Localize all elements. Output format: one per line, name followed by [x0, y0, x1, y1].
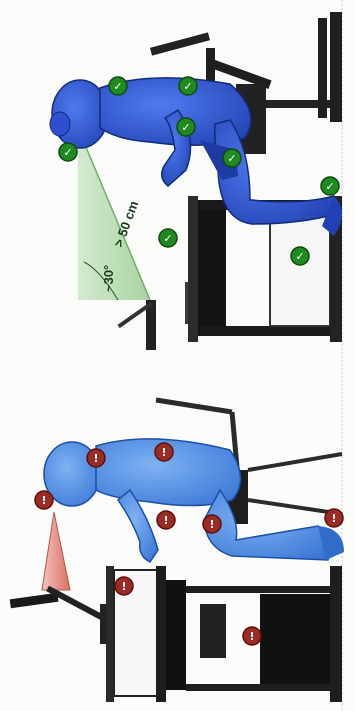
svg-text:!: ! [41, 494, 46, 507]
bad-posture-scene: ! ! ! ! ! ! ! [10, 400, 344, 702]
svg-text:✓: ✓ [227, 152, 236, 165]
warning-marker-icon: ! [325, 509, 343, 527]
warning-marker-icon: ! [243, 627, 261, 645]
svg-text:!: ! [121, 580, 126, 593]
svg-text:!: ! [249, 630, 254, 643]
angle-label: ~30° [101, 265, 116, 292]
warning-marker-icon: ! [87, 449, 105, 467]
svg-text:!: ! [209, 518, 214, 531]
check-marker-icon: ✓ [177, 118, 195, 136]
good-posture-scene: ~30° > 50 cm [50, 12, 342, 350]
check-marker-icon: ✓ [321, 177, 339, 195]
svg-text:✓: ✓ [63, 146, 72, 159]
warning-marker-icon: ! [35, 491, 53, 509]
check-marker-icon: ✓ [159, 229, 177, 247]
warning-marker-icon: ! [157, 511, 175, 529]
bad-desk [106, 566, 342, 702]
svg-text:✓: ✓ [183, 80, 192, 93]
svg-text:!: ! [161, 446, 166, 459]
check-marker-icon: ✓ [179, 77, 197, 95]
svg-text:✓: ✓ [163, 232, 172, 245]
bad-viewing-wedge [42, 512, 70, 590]
warning-marker-icon: ! [155, 443, 173, 461]
check-marker-icon: ✓ [291, 247, 309, 265]
warning-marker-icon: ! [203, 515, 221, 533]
svg-text:✓: ✓ [325, 180, 334, 193]
check-marker-icon: ✓ [59, 143, 77, 161]
svg-text:!: ! [93, 452, 98, 465]
svg-text:!: ! [331, 512, 336, 525]
check-marker-icon: ✓ [109, 77, 127, 95]
svg-text:✓: ✓ [295, 250, 304, 263]
bad-monitor [10, 586, 110, 644]
svg-text:✓: ✓ [113, 80, 122, 93]
check-marker-icon: ✓ [223, 149, 241, 167]
svg-text:✓: ✓ [181, 121, 190, 134]
warning-marker-icon: ! [115, 577, 133, 595]
svg-text:!: ! [163, 514, 168, 527]
